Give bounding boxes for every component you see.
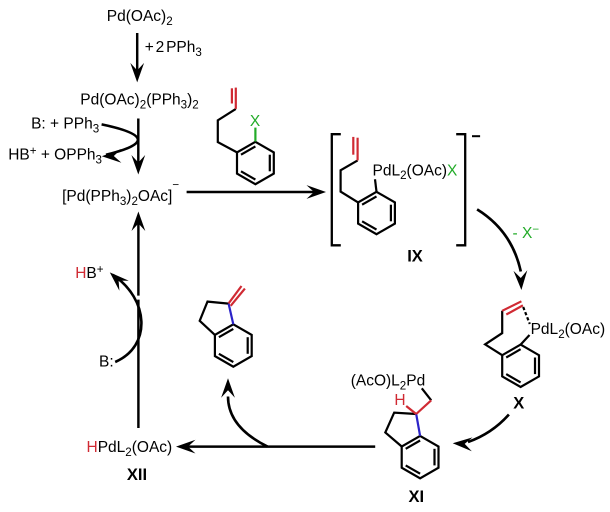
svg-text:XI: XI (409, 488, 425, 506)
svg-text:XII: XII (127, 466, 147, 484)
svg-text:(AcO)L2Pd: (AcO)L2Pd (351, 373, 426, 393)
svg-text:B:: B: (99, 354, 114, 371)
svg-text:HPdL2(OAc): HPdL2(OAc) (87, 439, 173, 459)
svg-text:X: X (513, 394, 524, 412)
svg-text:PdL2(OAc)X: PdL2(OAc)X (373, 162, 459, 182)
svg-text:HB+ + OPPh3: HB+ + OPPh3 (8, 144, 102, 166)
svg-text:Pd(OAc)2(PPh3)2: Pd(OAc)2(PPh3)2 (80, 92, 198, 112)
svg-text:IX: IX (407, 248, 423, 266)
svg-text:H: H (394, 392, 405, 409)
svg-text:[Pd(PPh3)2OAc]−: [Pd(PPh3)2OAc]− (62, 179, 179, 208)
svg-text:HB+: HB+ (75, 263, 104, 282)
svg-text:- X−: - X− (513, 223, 540, 242)
svg-text:+ 2 PPh3: + 2 PPh3 (145, 39, 202, 59)
svg-text:Pd(OAc)2: Pd(OAc)2 (107, 8, 173, 28)
svg-text:B: + PPh3: B: + PPh3 (31, 116, 99, 136)
svg-text:PdL2(OAc): PdL2(OAc) (531, 321, 606, 341)
svg-text:X: X (250, 113, 261, 130)
